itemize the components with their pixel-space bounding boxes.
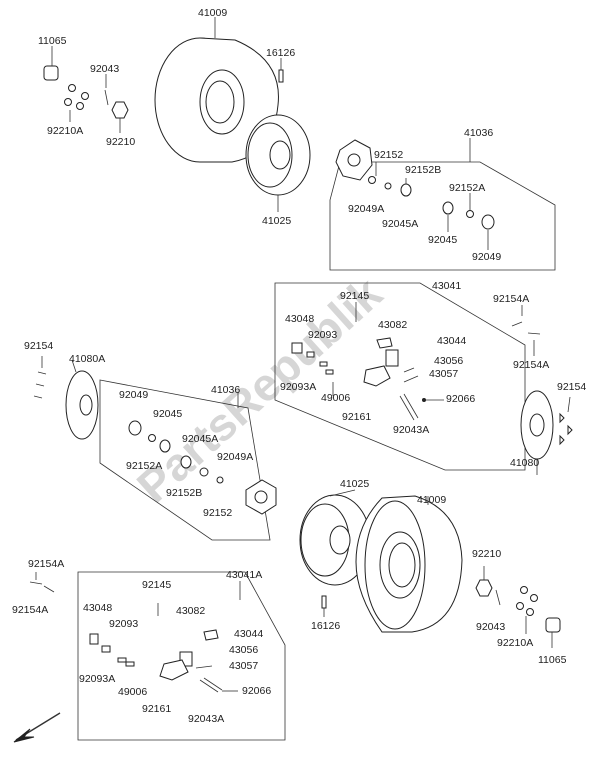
bolts-right: [559, 396, 573, 446]
label-92049-top: 92049: [472, 251, 501, 263]
label-92152-left: 92152: [203, 507, 232, 519]
bolts-top-right: [511, 305, 541, 356]
label-43048-top: 43048: [285, 313, 314, 325]
label-16126-top: 16126: [266, 47, 295, 59]
label-43082-top: 43082: [378, 319, 407, 331]
hub-top: [335, 138, 471, 181]
label-92093-bottom: 92093: [109, 618, 138, 630]
label-41036-top: 41036: [464, 127, 493, 139]
direction-arrow: [13, 712, 61, 743]
label-92154-right: 92154: [557, 381, 586, 393]
tire-top: [154, 17, 279, 163]
label-92045-top: 92045: [428, 234, 457, 246]
label-92093A-top: 92093A: [280, 381, 316, 393]
label-43057-bottom: 43057: [229, 660, 258, 672]
label-92210A-top: 92210A: [47, 125, 83, 137]
brake-bottom-parts: [89, 581, 241, 693]
label-41009-bottom: 41009: [417, 494, 446, 506]
label-43057-top: 43057: [429, 368, 458, 380]
brake-top-parts: [291, 302, 444, 421]
small-washers-top: [64, 74, 109, 122]
label-43048-bottom: 43048: [83, 602, 112, 614]
brake-group-outline-top: [274, 282, 526, 471]
label-92152B-top: 92152B: [405, 164, 441, 176]
hub-top-bearings: [368, 162, 495, 250]
hub-left-parts: [128, 392, 277, 515]
label-49006-top: 49006: [321, 392, 350, 404]
label-92210A-bottom: 92210A: [497, 637, 533, 649]
label-92045-left: 92045: [153, 408, 182, 420]
label-92066-top: 92066: [446, 393, 475, 405]
label-92043-bottom: 92043: [476, 621, 505, 633]
label-92152-top: 92152: [374, 149, 403, 161]
label-43044-top: 43044: [437, 335, 466, 347]
label-92161-bottom: 92161: [142, 703, 171, 715]
label-43082-bottom: 43082: [176, 605, 205, 617]
label-92210-bottom: 92210: [472, 548, 501, 560]
label-92154A-bottom-b: 92154A: [12, 604, 48, 616]
label-43056-top: 43056: [434, 355, 463, 367]
label-92145-bottom: 92145: [142, 579, 171, 591]
label-11065-bottom: 11065: [538, 654, 567, 666]
label-43041A: 43041A: [226, 569, 262, 581]
nut-92210-top: [111, 101, 129, 133]
label-41025-bottom: 41025: [340, 478, 369, 490]
label-92145-top: 92145: [340, 290, 369, 302]
label-92043-top: 92043: [90, 63, 119, 75]
label-92152B-left: 92152B: [166, 487, 202, 499]
hub-group-outline-top: [329, 161, 556, 271]
label-92154-left: 92154: [24, 340, 53, 352]
rim-bottom: [299, 489, 371, 586]
label-92093A-bottom: 92093A: [79, 673, 115, 685]
valve-16126-bottom: [321, 595, 327, 617]
label-41025-top: 41025: [262, 215, 291, 227]
label-92049-left: 92049: [119, 389, 148, 401]
hub-group-outline-left: [99, 379, 271, 541]
tire-bottom: [355, 495, 463, 633]
label-41080: 41080: [510, 457, 539, 469]
label-16126-bottom: 16126: [311, 620, 340, 632]
bolts-left: [33, 356, 47, 399]
label-92152A-left: 92152A: [126, 460, 162, 472]
label-92154A-top-a: 92154A: [493, 293, 529, 305]
label-92049A-top: 92049A: [348, 203, 384, 215]
label-43044-bottom: 43044: [234, 628, 263, 640]
label-92154A-bottom-a: 92154A: [28, 558, 64, 570]
label-92161-top: 92161: [342, 411, 371, 423]
brake-group-outline-bottom: [77, 571, 286, 741]
brake-disc-right: [520, 390, 554, 475]
brake-disc-left: [65, 359, 99, 440]
label-41009-top: 41009: [198, 7, 227, 19]
label-92210-top: 92210: [106, 136, 135, 148]
label-43056-bottom: 43056: [229, 644, 258, 656]
small-parts-bottom-right: [475, 566, 561, 648]
label-43041: 43041: [432, 280, 461, 292]
label-92043A-bottom: 92043A: [188, 713, 224, 725]
label-92152A-top: 92152A: [449, 182, 485, 194]
bolts-bottom-left: [29, 572, 55, 593]
label-11065-top: 11065: [38, 35, 67, 47]
nut-cap-top: [43, 46, 59, 81]
label-92154A-top-b: 92154A: [513, 359, 549, 371]
label-92043A-top: 92043A: [393, 424, 429, 436]
label-92045A-top: 92045A: [382, 218, 418, 230]
label-49006-bottom: 49006: [118, 686, 147, 698]
rim-top: [245, 114, 311, 212]
label-92093-top: 92093: [308, 329, 337, 341]
label-92045A-left: 92045A: [182, 433, 218, 445]
label-41036-left: 41036: [211, 384, 240, 396]
label-41080A: 41080A: [69, 353, 105, 365]
valve-16126-top: [278, 58, 284, 83]
label-92049A-left: 92049A: [217, 451, 253, 463]
label-92066-bottom: 92066: [242, 685, 271, 697]
